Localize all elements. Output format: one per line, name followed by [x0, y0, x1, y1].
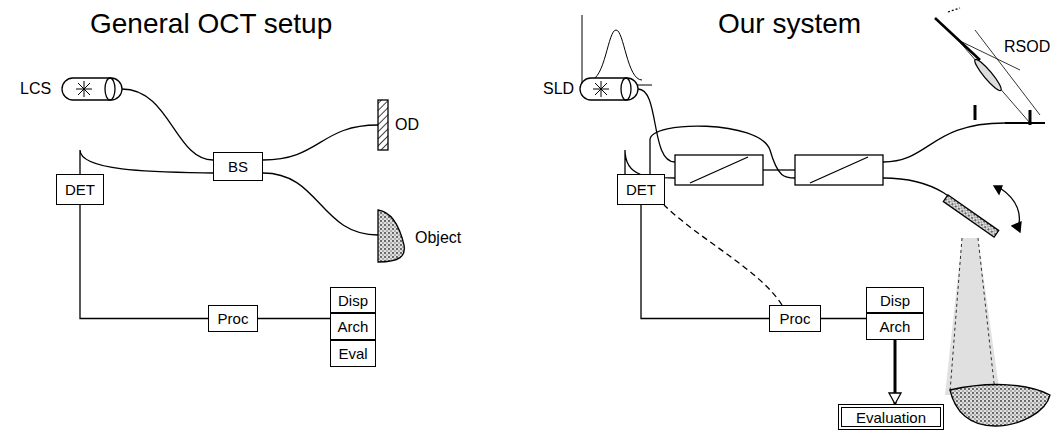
part-label: OD	[395, 116, 419, 134]
process-box: Proc	[769, 305, 821, 332]
connector	[821, 318, 866, 319]
box-label: Disp	[880, 292, 910, 309]
connector	[258, 318, 330, 319]
connector	[641, 205, 769, 319]
part-label: RSOD	[1004, 38, 1050, 56]
box-label: Proc	[218, 310, 249, 327]
box-label: Arch	[880, 318, 911, 335]
process-box: Disp	[866, 287, 924, 313]
process-box: Evaluation	[838, 404, 944, 430]
process-box: DET	[56, 174, 104, 205]
box-label: Arch	[338, 318, 369, 335]
box-label: Disp	[338, 292, 368, 309]
part-label: SLD	[543, 80, 574, 98]
box-label: Evaluation	[856, 409, 926, 426]
box-label: Eval	[338, 345, 367, 362]
process-box: Disp	[330, 287, 376, 313]
diagram-title: General OCT setup	[90, 8, 332, 40]
box-label: DET	[65, 181, 95, 198]
process-box: Proc	[208, 305, 258, 332]
diagram-title: Our system	[718, 8, 861, 40]
part-label: LCS	[20, 80, 51, 98]
process-box: Eval	[330, 340, 376, 367]
connector	[894, 340, 897, 404]
connector	[80, 205, 208, 319]
process-box: Arch	[866, 313, 924, 340]
box-label: Proc	[780, 310, 811, 327]
box-label: BS	[228, 158, 248, 175]
process-box: Arch	[330, 313, 376, 340]
part-label: Object	[415, 229, 461, 247]
box-label: DET	[626, 181, 656, 198]
process-box: DET	[617, 174, 665, 205]
process-box: BS	[213, 152, 263, 181]
